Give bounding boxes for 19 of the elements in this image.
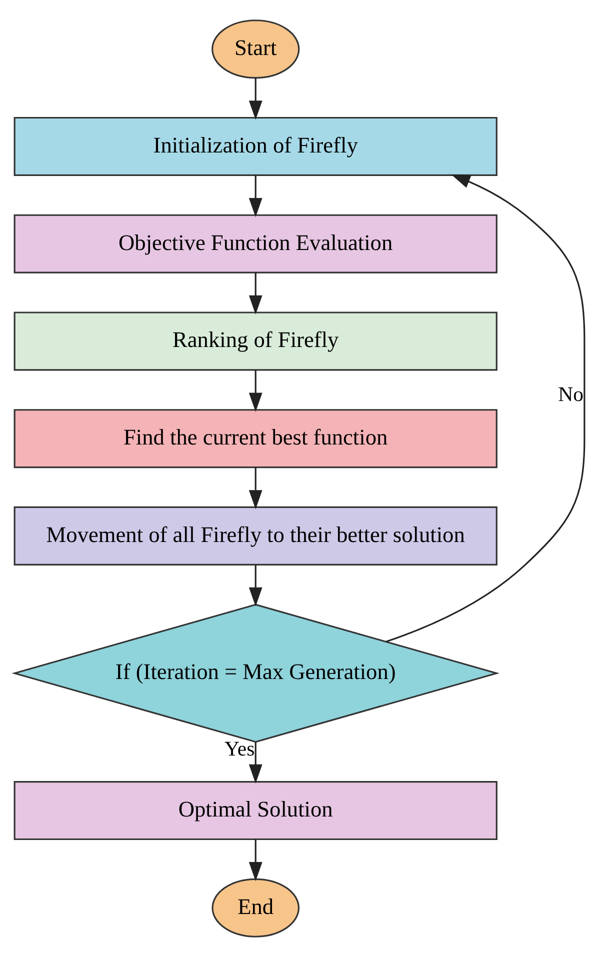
arrow bbox=[248, 839, 262, 882]
node-box: Ranking of Firefly bbox=[14, 312, 498, 371]
arrow bbox=[248, 467, 262, 510]
arrow bbox=[248, 565, 262, 606]
arrow bbox=[248, 78, 262, 120]
node-ellipse: Start bbox=[212, 20, 300, 79]
arrow bbox=[248, 742, 262, 784]
node-box: Movement of all Firefly to their better solution bbox=[14, 506, 498, 566]
node-box: Find the current best function bbox=[14, 409, 498, 468]
node-diamond: If (Iteration = Max Generation) bbox=[12, 604, 500, 743]
edge-label: No bbox=[558, 384, 584, 406]
arrow bbox=[248, 370, 262, 412]
arrow bbox=[248, 272, 262, 315]
node-box: Optimal Solution bbox=[14, 780, 498, 840]
arrow bbox=[386, 174, 586, 642]
arrow bbox=[248, 175, 262, 218]
node-box: Objective Function Evaluation bbox=[14, 214, 498, 274]
node-box: Initialization of Firefly bbox=[14, 116, 498, 176]
node-ellipse: End bbox=[212, 878, 300, 938]
